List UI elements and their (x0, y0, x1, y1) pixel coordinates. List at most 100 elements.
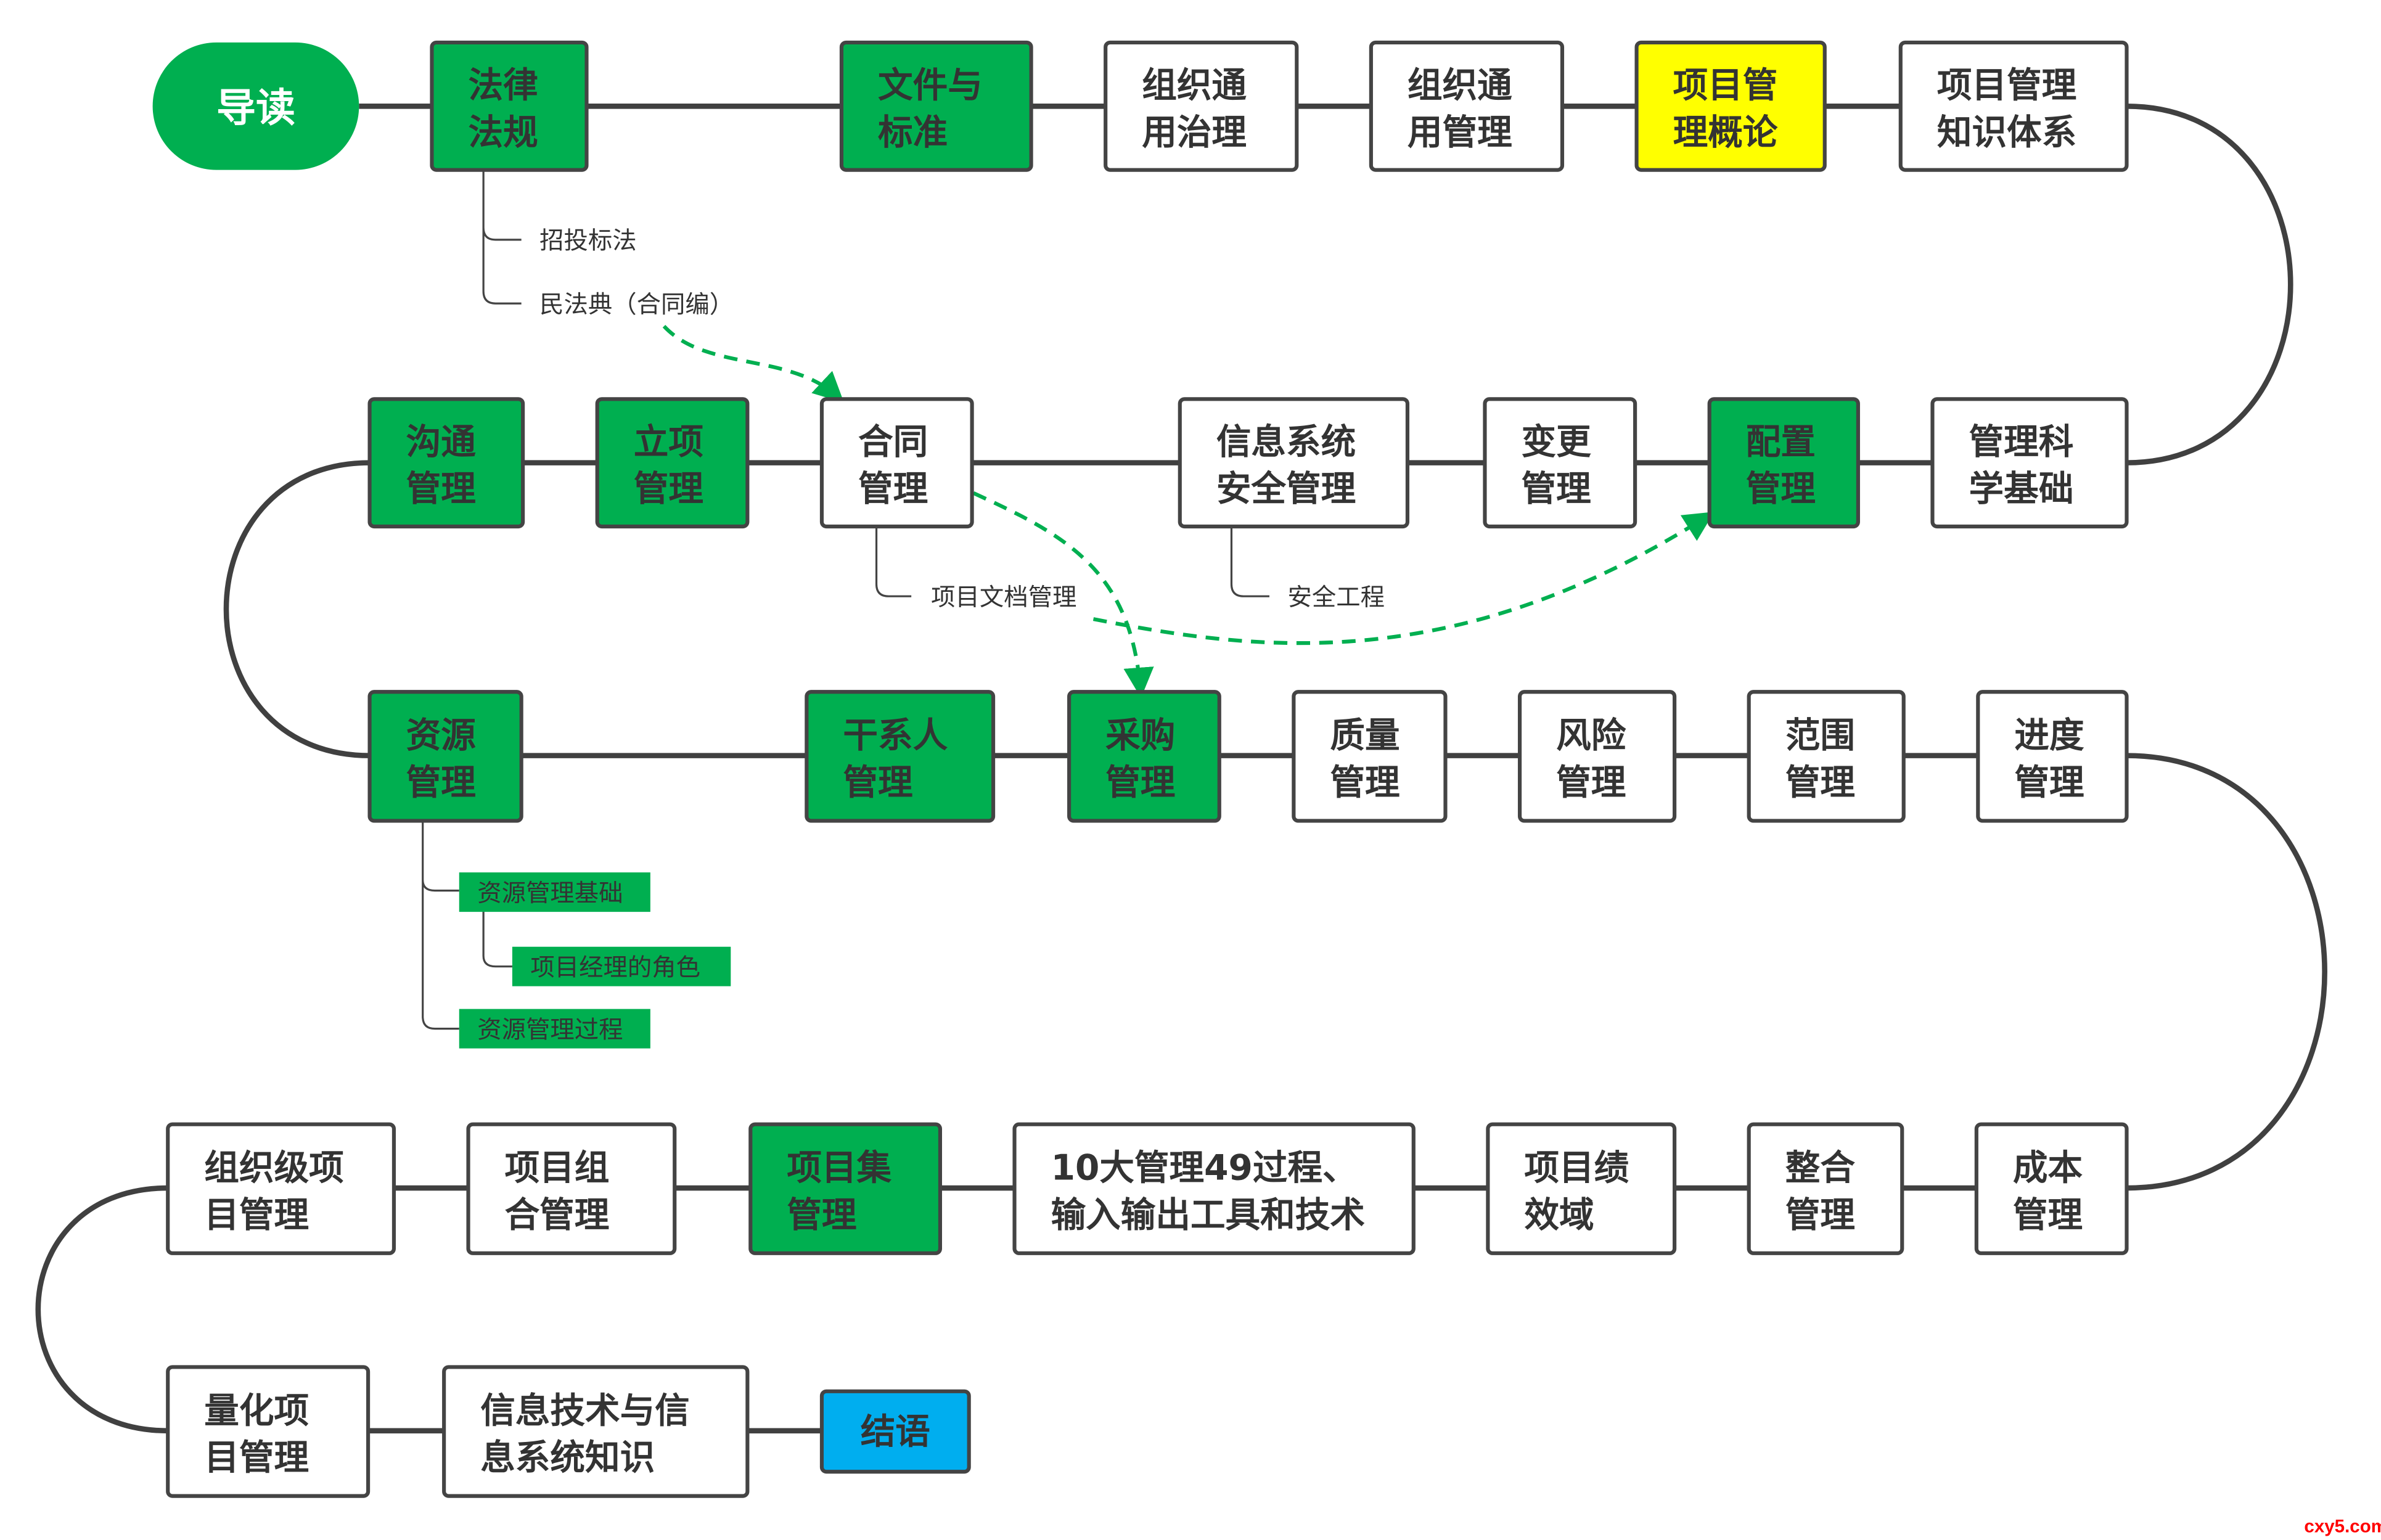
node-label-line: 息系统知识 (480, 1438, 655, 1478)
node-box (466, 1122, 677, 1255)
start-pill-shape (152, 42, 359, 170)
subtopic-ziyuan[interactable]: 项目经理的角色 (512, 946, 731, 986)
node-label-line: 管理 (406, 469, 476, 509)
node-box (1747, 1122, 1904, 1255)
subtopic-falv[interactable]: 民法典（合同编） (539, 290, 734, 319)
node-label-line: 项目管理 (1937, 65, 2076, 106)
subtopic-xinxi-anquan[interactable]: 安全工程 (1288, 583, 1385, 612)
start-node-intro[interactable]: 导读 (152, 42, 359, 170)
node-box (819, 1389, 971, 1474)
falv-sub-lines (482, 170, 522, 305)
node-label-line: 成本 (2013, 1147, 2083, 1188)
subtopic-label: 招投标法 (539, 227, 636, 255)
node-label-line: 项目组 (505, 1147, 610, 1188)
subtopic-hetong[interactable]: 项目文档管理 (931, 583, 1076, 612)
node-label-line: 输入输出工具和技术 (1051, 1195, 1365, 1235)
node-box (166, 1365, 371, 1498)
curve-row2-row3 (223, 460, 370, 758)
node-box (595, 397, 750, 529)
node-label-line: 采购 (1105, 715, 1175, 756)
node-box (1974, 1122, 2129, 1255)
subtopic-falv[interactable]: 招投标法 (539, 227, 636, 255)
node-label-line: 管理 (2013, 1195, 2083, 1235)
subtopic-label: 项目经理的角色 (530, 953, 700, 981)
curve-row3-row4 (2126, 753, 2327, 1191)
node-label-line: 10大管理49过程、 (1051, 1147, 1358, 1188)
node-box (367, 397, 525, 529)
node-box (1747, 690, 1906, 823)
node-label-line: 变更 (1522, 422, 1592, 462)
node-label-line: 用治理 (1142, 112, 1247, 153)
node-label-line: 资源 (406, 715, 476, 756)
node-box (430, 40, 589, 172)
node-label-line: 管理 (1105, 762, 1175, 803)
node-box (1930, 397, 2129, 529)
node-box (1976, 690, 2129, 823)
node-label-line: 理概论 (1673, 112, 1778, 153)
node-label-line: 配置 (1746, 422, 1816, 462)
node-ziyuan[interactable]: 资源管理 (367, 690, 523, 823)
node-guocheng[interactable]: 10大管理49过程、输入输出工具和技术 (1012, 1122, 1416, 1255)
subtopic-label: 民法典（合同编） (539, 290, 734, 319)
node-box (1104, 40, 1299, 172)
node-jieyu[interactable]: 结语 (819, 1389, 971, 1474)
node-label-line: 进度 (2014, 715, 2084, 756)
node-label-line: 合同 (858, 422, 928, 462)
node-label-line: 合管理 (505, 1195, 610, 1235)
node-label-line: 组织通 (1408, 65, 1512, 106)
node-label-line: 干系人 (843, 715, 948, 756)
node-label-line: 管理 (1522, 469, 1591, 509)
node-label-line: 组织通 (1142, 65, 1247, 106)
watermark: cxy5.com (2304, 1517, 2381, 1537)
subtopic-highlight (459, 872, 650, 912)
node-box (748, 1122, 942, 1255)
node-label-line: 项目绩 (1524, 1147, 1629, 1188)
node-label-line: 范围 (1785, 715, 1855, 756)
node-label-line: 管理 (634, 469, 703, 509)
dashed-arrow-law-to-contract (662, 325, 845, 403)
node-label-line: 管理 (843, 762, 912, 803)
node-label-line: 安全管理 (1216, 469, 1356, 509)
node-label-line: 学基础 (1969, 469, 2074, 509)
node-label-line: 沟通 (406, 422, 477, 462)
node-label-line: 管理 (1746, 469, 1816, 509)
node-label-line: 法律 (469, 65, 538, 106)
curve-row4-row5 (35, 1185, 168, 1434)
node-label-line: 目管理 (204, 1195, 309, 1235)
subtopic-ziyuan[interactable]: 资源管理基础 (459, 872, 650, 912)
subtopic-lines (422, 170, 1269, 1030)
node-label-line: 法规 (469, 112, 538, 153)
node-label-line: 管理 (1330, 762, 1400, 803)
node-label-line: 信息技术与信 (480, 1390, 690, 1431)
node-box (367, 690, 523, 823)
subtopic-ziyuan[interactable]: 资源管理过程 (459, 1009, 650, 1049)
start-label: 导读 (216, 86, 295, 131)
